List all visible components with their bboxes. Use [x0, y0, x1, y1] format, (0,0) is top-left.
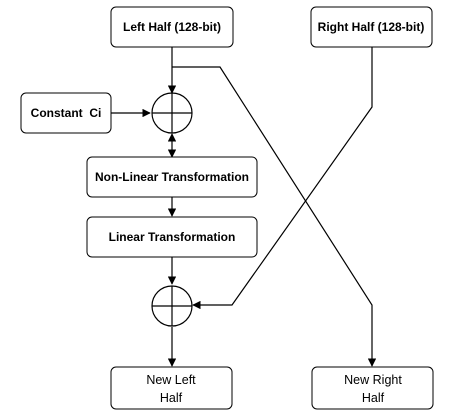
- box-left-half: Left Half (128-bit): [110, 6, 234, 48]
- new-left-label-line1: New Left: [146, 373, 196, 387]
- constant-label: Constant Ci: [31, 106, 102, 120]
- arrow-right-to-xor2: [192, 47, 373, 310]
- nonlinear-label: Non-Linear Transformation: [95, 170, 249, 184]
- box-constant: Constant Ci: [20, 92, 112, 134]
- new-right-label-line2: Half: [362, 391, 385, 405]
- linear-label: Linear Transformation: [109, 230, 236, 244]
- box-new-right: New Right Half: [311, 366, 434, 410]
- box-new-left: New Left Half: [110, 366, 233, 410]
- left-half-label: Left Half (128-bit): [123, 20, 221, 34]
- new-left-label-line2: Half: [160, 391, 183, 405]
- new-right-label-line1: New Right: [344, 373, 402, 387]
- xor-icon: [151, 92, 193, 134]
- box-linear: Linear Transformation: [86, 216, 258, 258]
- connectors: [111, 47, 377, 367]
- right-half-label: Right Half (128-bit): [318, 20, 425, 34]
- box-nonlinear: Non-Linear Transformation: [86, 156, 258, 198]
- box-right-half: Right Half (128-bit): [310, 6, 433, 48]
- arrow-left-to-newright: [172, 66, 377, 367]
- xor-icon: [151, 285, 193, 327]
